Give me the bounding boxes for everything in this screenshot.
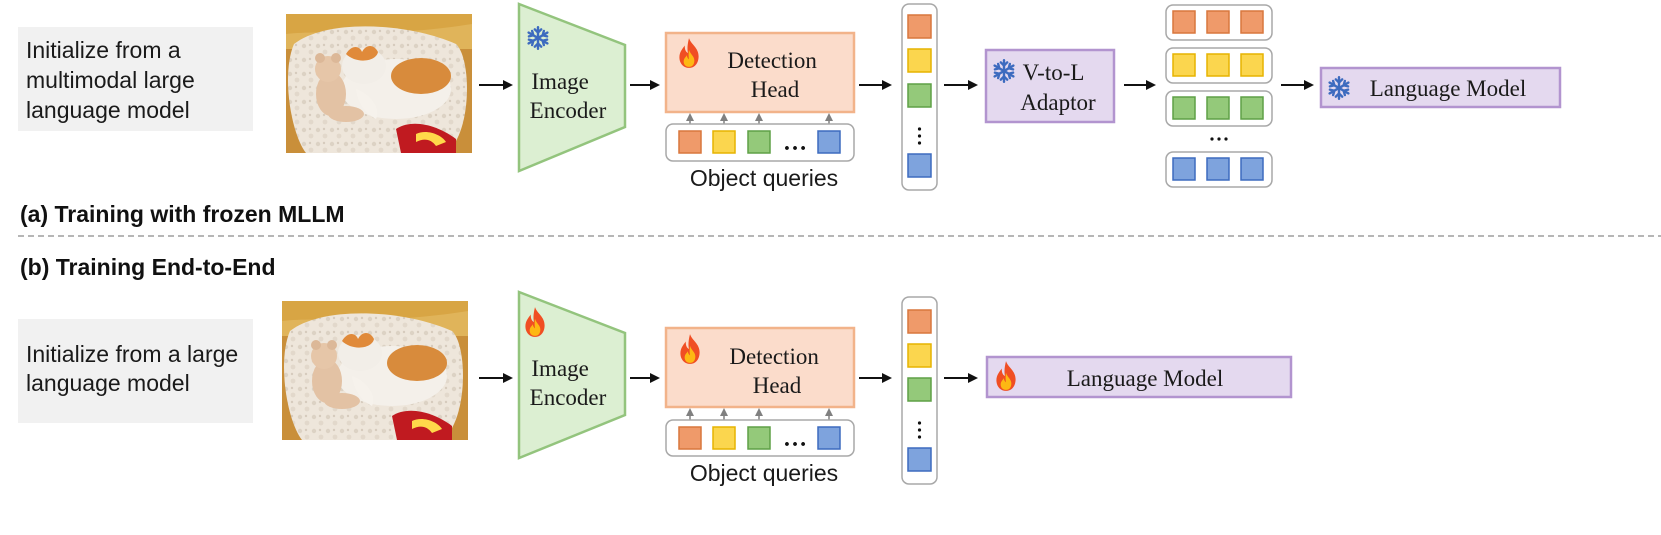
token-green	[1206, 96, 1230, 120]
panel-a-caption: (a) Training with frozen MLLM	[20, 201, 345, 227]
detection-head-b	[664, 326, 856, 409]
output-token-blue	[907, 447, 932, 472]
token-green	[1240, 96, 1264, 120]
init-line: multimodal large	[26, 67, 195, 93]
object-queries-label-b: Object queries	[690, 460, 838, 486]
query-token-orange	[678, 426, 702, 450]
token-yellow	[1172, 53, 1196, 77]
image-encoder-b	[517, 290, 627, 460]
init-text-b: Initialize from a large language model	[26, 341, 245, 396]
language-model-label-a: Language Model	[1370, 76, 1526, 101]
token-yellow	[1240, 53, 1264, 77]
panel-b-caption: (b) Training End-to-End	[20, 254, 276, 280]
encoder-line: Image	[531, 69, 588, 94]
token-blue	[1172, 157, 1196, 181]
token-blue	[1206, 157, 1230, 181]
encoder-line: Encoder	[530, 385, 607, 410]
output-token-green	[907, 83, 932, 108]
adaptor-line: Adaptor	[1020, 90, 1096, 115]
vertical-ellipsis-b	[917, 421, 922, 439]
token-yellow	[1206, 53, 1230, 77]
encoder-line: Image	[531, 356, 588, 381]
detection-label-a: Detection Head	[727, 48, 822, 102]
query-token-green	[747, 130, 771, 154]
query-token-orange	[678, 130, 702, 154]
query-token-green	[747, 426, 771, 450]
output-token-yellow	[907, 343, 932, 368]
adapted-token-rows	[1165, 4, 1273, 188]
init-box-b	[18, 319, 253, 423]
query-token-yellow	[712, 130, 736, 154]
input-image-b	[282, 301, 468, 440]
detection-line: Detection	[727, 48, 817, 73]
output-token-blue	[907, 153, 932, 178]
panel-a: Initialize from a multimodal large langu…	[18, 2, 1562, 227]
init-text-a: Initialize from a multimodal large langu…	[26, 37, 201, 123]
vertical-ellipsis-a	[917, 127, 922, 145]
adaptor-label: V-to-L Adaptor	[1020, 60, 1096, 115]
image-encoder-a	[517, 2, 627, 173]
panel-b: (b) Training End-to-End Initialize from …	[18, 254, 1293, 486]
language-model-b	[985, 355, 1293, 399]
init-line: Initialize from a	[26, 37, 181, 63]
query-token-blue	[817, 130, 841, 154]
object-queries-label-a: Object queries	[690, 165, 838, 191]
input-image-a	[286, 14, 472, 153]
horizontal-ellipsis	[1210, 137, 1228, 141]
detection-line: Head	[753, 373, 802, 398]
token-orange	[1240, 10, 1264, 34]
output-token-orange	[907, 14, 932, 39]
query-token-blue	[817, 426, 841, 450]
init-line: Initialize from a large	[26, 341, 238, 367]
init-box-a	[18, 27, 253, 131]
token-orange	[1206, 10, 1230, 34]
encoder-line: Encoder	[530, 98, 607, 123]
encoder-label-a: Image Encoder	[530, 69, 607, 123]
adaptor-line: V-to-L	[1023, 60, 1084, 85]
language-model-a	[1319, 66, 1562, 109]
output-token-orange	[907, 309, 932, 334]
encoder-label-b: Image Encoder	[530, 356, 607, 410]
token-blue	[1240, 157, 1264, 181]
token-orange	[1172, 10, 1196, 34]
detection-label-b: Detection Head	[729, 344, 824, 398]
init-line: language model	[26, 370, 190, 396]
query-ellipsis-b: …	[783, 426, 807, 452]
output-token-green	[907, 377, 932, 402]
language-model-label-b: Language Model	[1067, 366, 1223, 391]
detection-line: Head	[751, 77, 800, 102]
query-token-yellow	[712, 426, 736, 450]
init-line: language model	[26, 97, 190, 123]
output-token-yellow	[907, 48, 932, 73]
token-green	[1172, 96, 1196, 120]
detection-head-a	[664, 31, 856, 114]
detection-line: Detection	[729, 344, 819, 369]
query-ellipsis-a: …	[783, 130, 807, 156]
